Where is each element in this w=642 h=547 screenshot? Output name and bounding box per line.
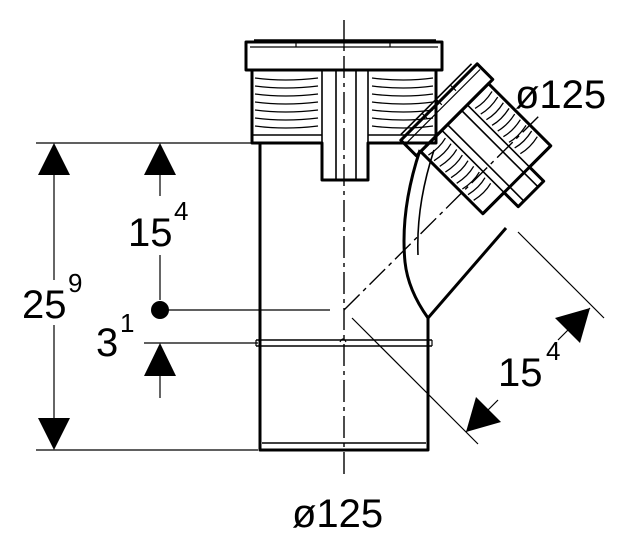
center-lines <box>343 20 541 475</box>
top-socket <box>244 39 444 182</box>
arrow-up-icon <box>144 143 176 175</box>
dimension-upper-height <box>144 143 330 398</box>
arrow-up-icon <box>38 143 70 175</box>
branch-length-label: 15 <box>498 351 543 395</box>
overall-height-sup: 9 <box>68 268 82 298</box>
arrow-right-up-icon <box>555 308 590 343</box>
offset-label: 3 <box>96 321 118 365</box>
reference-point-icon <box>151 301 169 319</box>
arrow-up-icon <box>144 343 176 376</box>
branch-socket <box>399 62 553 319</box>
dimension-overall-height <box>36 142 258 451</box>
branch-length-sup: 4 <box>546 336 560 366</box>
arrow-left-down-icon <box>466 397 501 432</box>
offset-sup: 1 <box>120 308 134 338</box>
main-diameter-label: ø125 <box>292 492 383 536</box>
branch-diameter-label: ø125 <box>515 73 606 117</box>
overall-height-label: 25 <box>22 283 67 327</box>
arrow-down-icon <box>38 418 70 450</box>
dimension-branch-length <box>351 231 605 445</box>
upper-height-sup: 4 <box>174 196 188 226</box>
upper-height-label: 15 <box>128 211 173 255</box>
main-pipe <box>255 143 433 452</box>
